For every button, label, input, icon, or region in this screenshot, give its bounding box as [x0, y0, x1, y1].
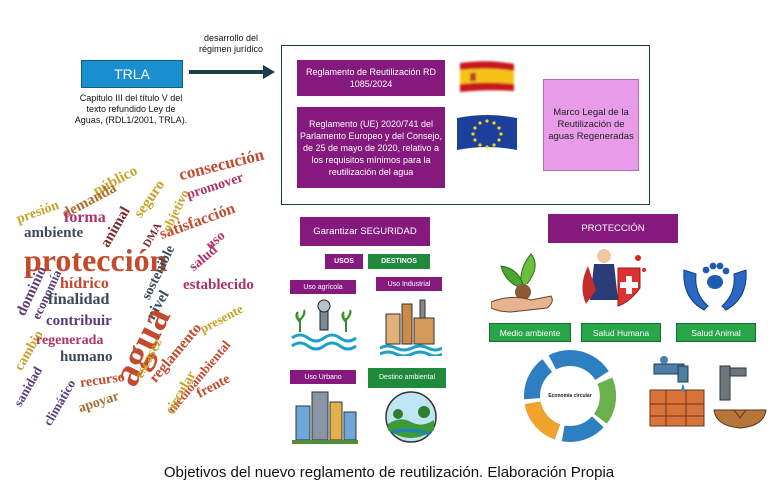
medio-ambiente-label: Medio ambiente	[489, 323, 571, 342]
cloud-word: regenerada	[36, 333, 104, 348]
cloud-word: forma	[64, 209, 106, 226]
trla-box: TRLA	[81, 60, 183, 88]
arrow-label: desarrollo del régimen jurídico	[198, 33, 264, 54]
proteccion-header: PROTECCIÓN	[548, 214, 678, 243]
spain-flag-icon	[460, 61, 514, 92]
cloud-word: humano	[60, 349, 113, 365]
circular-economy-label: Economía circular	[548, 393, 592, 399]
urban-icon	[292, 391, 358, 444]
cloud-word: establecido	[183, 277, 254, 293]
circular-economy-icon	[524, 350, 616, 442]
cloud-word: ambiente	[24, 225, 84, 241]
seguridad-header: Garantizar SEGURIDAD	[300, 217, 430, 246]
agriculture-icon	[291, 299, 357, 351]
eu-flag-icon	[457, 115, 517, 150]
cloud-word: presión	[14, 197, 62, 228]
salud-animal-label: Salud Animal	[676, 323, 756, 342]
spain-regulation-box: Reglamento de Reutilización RD 1085/2024	[297, 60, 445, 96]
arrow-icon	[189, 65, 275, 79]
cloud-word: recurso	[79, 369, 126, 392]
cloud-word: apoyar	[76, 388, 122, 417]
figure-caption: Objetivos del nuevo reglamento de reutil…	[163, 464, 615, 481]
destino-ambiental-label: Destino ambiental	[368, 368, 446, 388]
salud-humana-label: Salud Humana	[581, 323, 661, 342]
usos-label: USOS	[325, 254, 363, 269]
water-taps-icon	[649, 356, 767, 429]
cloud-word: sanidad	[10, 363, 46, 410]
cloud-word: contribuir	[46, 313, 112, 329]
cloud-word: climático	[40, 376, 79, 429]
uso-agricola-label: Uso agrícola	[290, 280, 356, 294]
animal-health-icon	[683, 262, 747, 311]
plant-hand-icon	[491, 253, 553, 313]
cloud-word: finalidad	[48, 291, 110, 308]
environment-icon	[385, 391, 437, 443]
marco-legal-box: Marco Legal de la Reutilización de aguas…	[543, 79, 639, 171]
word-cloud: consecución público demanda seguro promo…	[8, 145, 270, 450]
cloud-word: protección	[24, 242, 168, 278]
regulation-frame	[281, 45, 650, 205]
trla-note: Capitulo III del título V del texto refu…	[74, 93, 188, 125]
uso-urbano-label: Uso Urbano	[290, 370, 356, 384]
human-health-icon	[582, 249, 646, 307]
uso-industrial-label: Uso Industrial	[376, 277, 442, 291]
eu-regulation-box: Reglamento (UE) 2020/741 del Parlamento …	[297, 107, 445, 188]
cloud-word: salud	[186, 242, 221, 275]
cloud-word: hídrico	[60, 275, 109, 292]
cloud-word: seguro	[131, 177, 169, 222]
industry-icon	[380, 299, 442, 356]
destinos-label: DESTINOS	[368, 254, 430, 269]
